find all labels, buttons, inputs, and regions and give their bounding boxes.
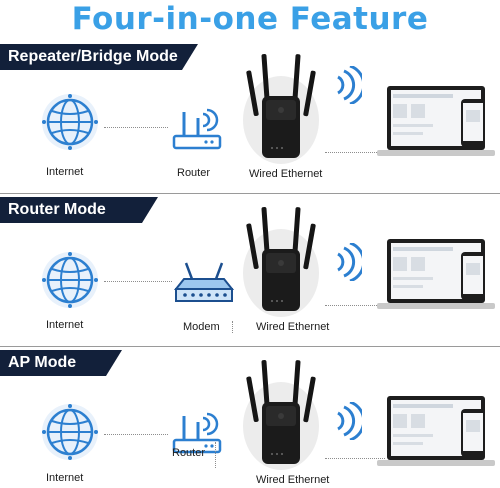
connection-line — [325, 152, 385, 153]
wired-ethernet-label: Wired Ethernet — [256, 474, 330, 486]
phone-icon — [461, 409, 485, 457]
mode-heading: Repeater/Bridge Mode — [0, 44, 198, 70]
connection-line — [232, 321, 234, 333]
globe-icon — [42, 252, 98, 308]
wifi-signal-icon — [337, 66, 362, 104]
section-divider — [0, 346, 500, 347]
section-repeater-bridge-mode: Repeater/Bridge Mode Internet Router Wir… — [0, 44, 500, 194]
section-router-mode: Router Mode Internet Modem Wired Etherne… — [0, 197, 500, 347]
connection-line — [104, 127, 168, 128]
wired-ethernet-label: Wired Ethernet — [256, 321, 330, 333]
connection-line — [104, 281, 172, 282]
connection-line — [215, 442, 217, 468]
router-label: Router — [172, 447, 206, 459]
section-divider — [0, 193, 500, 194]
modem-icon — [173, 262, 235, 302]
wifi-signal-icon — [337, 402, 362, 440]
wifi-extender-icon — [243, 207, 319, 317]
router-label: Router — [177, 167, 211, 179]
mode-heading: AP Mode — [0, 350, 122, 376]
wifi-signal-icon — [337, 243, 362, 281]
connection-line — [325, 458, 385, 459]
wifi-extender-icon — [243, 54, 319, 164]
wired-ethernet-label: Wired Ethernet — [249, 168, 323, 180]
internet-label: Internet — [46, 472, 84, 484]
mode-heading: Router Mode — [0, 197, 158, 223]
connection-line — [325, 305, 385, 306]
router-icon — [172, 412, 222, 454]
modem-label: Modem — [183, 321, 220, 333]
connection-line — [104, 434, 168, 435]
internet-label: Internet — [46, 166, 84, 178]
phone-icon — [461, 252, 485, 300]
globe-icon — [42, 404, 98, 460]
internet-label: Internet — [46, 319, 84, 331]
wifi-extender-icon — [243, 360, 319, 470]
router-icon — [172, 108, 222, 150]
section-ap-mode: AP Mode Internet Router Wired Ethernet — [0, 350, 500, 488]
page-title: Four-in-one Feature — [71, 1, 429, 37]
phone-icon — [461, 99, 485, 147]
globe-icon — [42, 94, 98, 150]
